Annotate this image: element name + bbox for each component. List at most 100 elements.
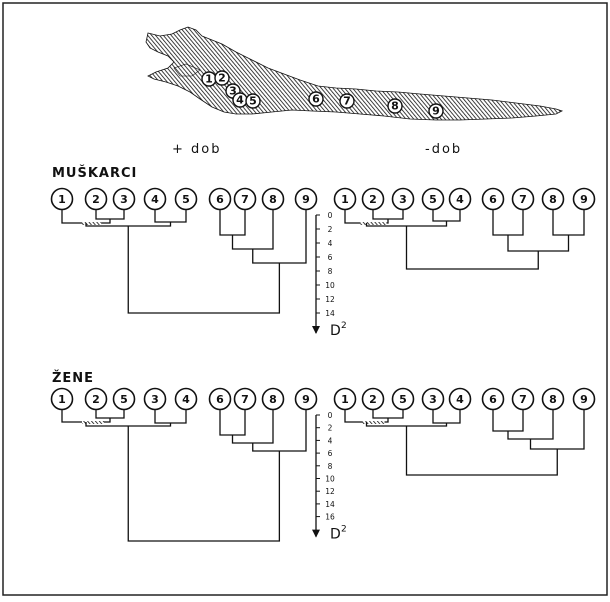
leaf-label: 7 (241, 393, 249, 406)
leaf-node-9: 9 (294, 387, 318, 413)
island-shape (173, 63, 201, 77)
leaf-label: 3 (429, 393, 437, 406)
leaf-node-1: 1 (50, 387, 74, 413)
leaf-label: 2 (92, 193, 100, 206)
leaf-label: 8 (269, 193, 277, 206)
axis-tick-label: 4 (328, 239, 333, 248)
leaf-node-6: 6 (481, 187, 505, 213)
axis-tick-label: 8 (328, 462, 333, 471)
leaf-node-8: 8 (541, 187, 565, 213)
site-number: 3 (229, 85, 237, 98)
dendrogram-link (95, 413, 125, 419)
dendrogram-link (219, 413, 246, 436)
leaf-node-3: 3 (391, 187, 415, 213)
axis-tick-label: 10 (325, 281, 335, 290)
leaf-label: 4 (182, 393, 190, 406)
leaf-node-8: 8 (261, 387, 285, 413)
leaf-node-7: 7 (233, 387, 257, 413)
leaf-node-4: 4 (174, 387, 198, 413)
axis-tick-label: 8 (328, 267, 333, 276)
dendrogram-link (154, 413, 187, 424)
axis-tick-label: 0 (328, 211, 333, 220)
leaf-node-3: 3 (112, 187, 136, 213)
dendrogram-link (344, 213, 389, 224)
axis-tick-label: 16 (325, 513, 335, 522)
leaf-node-6: 6 (481, 387, 505, 413)
map-label-minus: -dob (425, 142, 462, 157)
dendrogram-link (492, 413, 524, 432)
site-circle (428, 103, 444, 119)
axis-tick-label: 6 (328, 253, 333, 262)
axis-label-exponent: 2 (341, 321, 347, 331)
dendrogram-link (219, 213, 246, 236)
leaf-label: 6 (216, 393, 224, 406)
link-hatch (362, 421, 385, 424)
axis-tick-label: 4 (328, 436, 333, 445)
section-title-muskarci: MUŠKARCI (52, 165, 137, 181)
leaf-node-2: 2 (84, 187, 108, 213)
leaf-label: 6 (216, 193, 224, 206)
leaf-label: 6 (489, 393, 497, 406)
leaf-label: 3 (399, 193, 407, 206)
leaf-node-5: 5 (174, 187, 198, 213)
axis-arrow-icon (312, 326, 320, 334)
dendrogram-link (432, 413, 461, 424)
leaf-label: 1 (341, 393, 349, 406)
site-marker-7: 7 (339, 93, 355, 109)
leaf-node-7: 7 (233, 187, 257, 213)
site-number: 6 (312, 93, 320, 106)
leaf-node-1: 1 (333, 387, 357, 413)
leaf-label: 5 (182, 193, 190, 206)
site-marker-2: 2 (214, 70, 230, 86)
leaf-label: 2 (92, 393, 100, 406)
site-marker-5: 5 (245, 93, 261, 109)
leaf-label: 3 (151, 393, 159, 406)
section-title-zene: ŽENE (52, 370, 94, 386)
leaf-label: 5 (429, 193, 437, 206)
dendrogram-link (252, 413, 307, 452)
dendrogram-root-link (127, 426, 281, 542)
axis-tick-label: 2 (328, 424, 333, 433)
leaf-label: 9 (302, 393, 310, 406)
site-circle (214, 70, 230, 86)
leaf-label: 7 (519, 193, 527, 206)
leaf-node-4: 4 (143, 187, 167, 213)
leaf-node-5: 5 (391, 387, 415, 413)
site-number: 9 (432, 105, 440, 118)
dendrogram-root-link (127, 226, 281, 314)
map-label-plus: + dob (172, 142, 221, 157)
site-marker-4: 4 (232, 92, 248, 108)
leaf-node-3: 3 (421, 387, 445, 413)
leaf-node-4: 4 (448, 387, 472, 413)
leaf-node-2: 2 (361, 387, 385, 413)
dendrogram-link (507, 413, 554, 440)
leaf-label: 5 (399, 393, 407, 406)
leaf-node-5: 5 (421, 187, 445, 213)
link-hatch (360, 222, 387, 225)
site-number: 1 (205, 73, 213, 86)
axis-tick-label: 12 (325, 295, 335, 304)
leaf-node-7: 7 (511, 187, 535, 213)
leaf-node-1: 1 (50, 187, 74, 213)
site-marker-9: 9 (428, 103, 444, 119)
dendrogram-link (492, 213, 524, 236)
axis-arrow-icon (312, 529, 320, 538)
leaf-label: 4 (151, 193, 159, 206)
dendrogram-link (372, 413, 404, 419)
leaf-label: 2 (369, 193, 377, 206)
leaf-label: 5 (120, 393, 128, 406)
axis-label: D (330, 527, 341, 543)
dendrogram-link (231, 213, 274, 250)
leaf-node-2: 2 (84, 387, 108, 413)
site-circle (308, 91, 324, 107)
dendrogram-link (95, 213, 125, 220)
leaf-node-9: 9 (294, 187, 318, 213)
